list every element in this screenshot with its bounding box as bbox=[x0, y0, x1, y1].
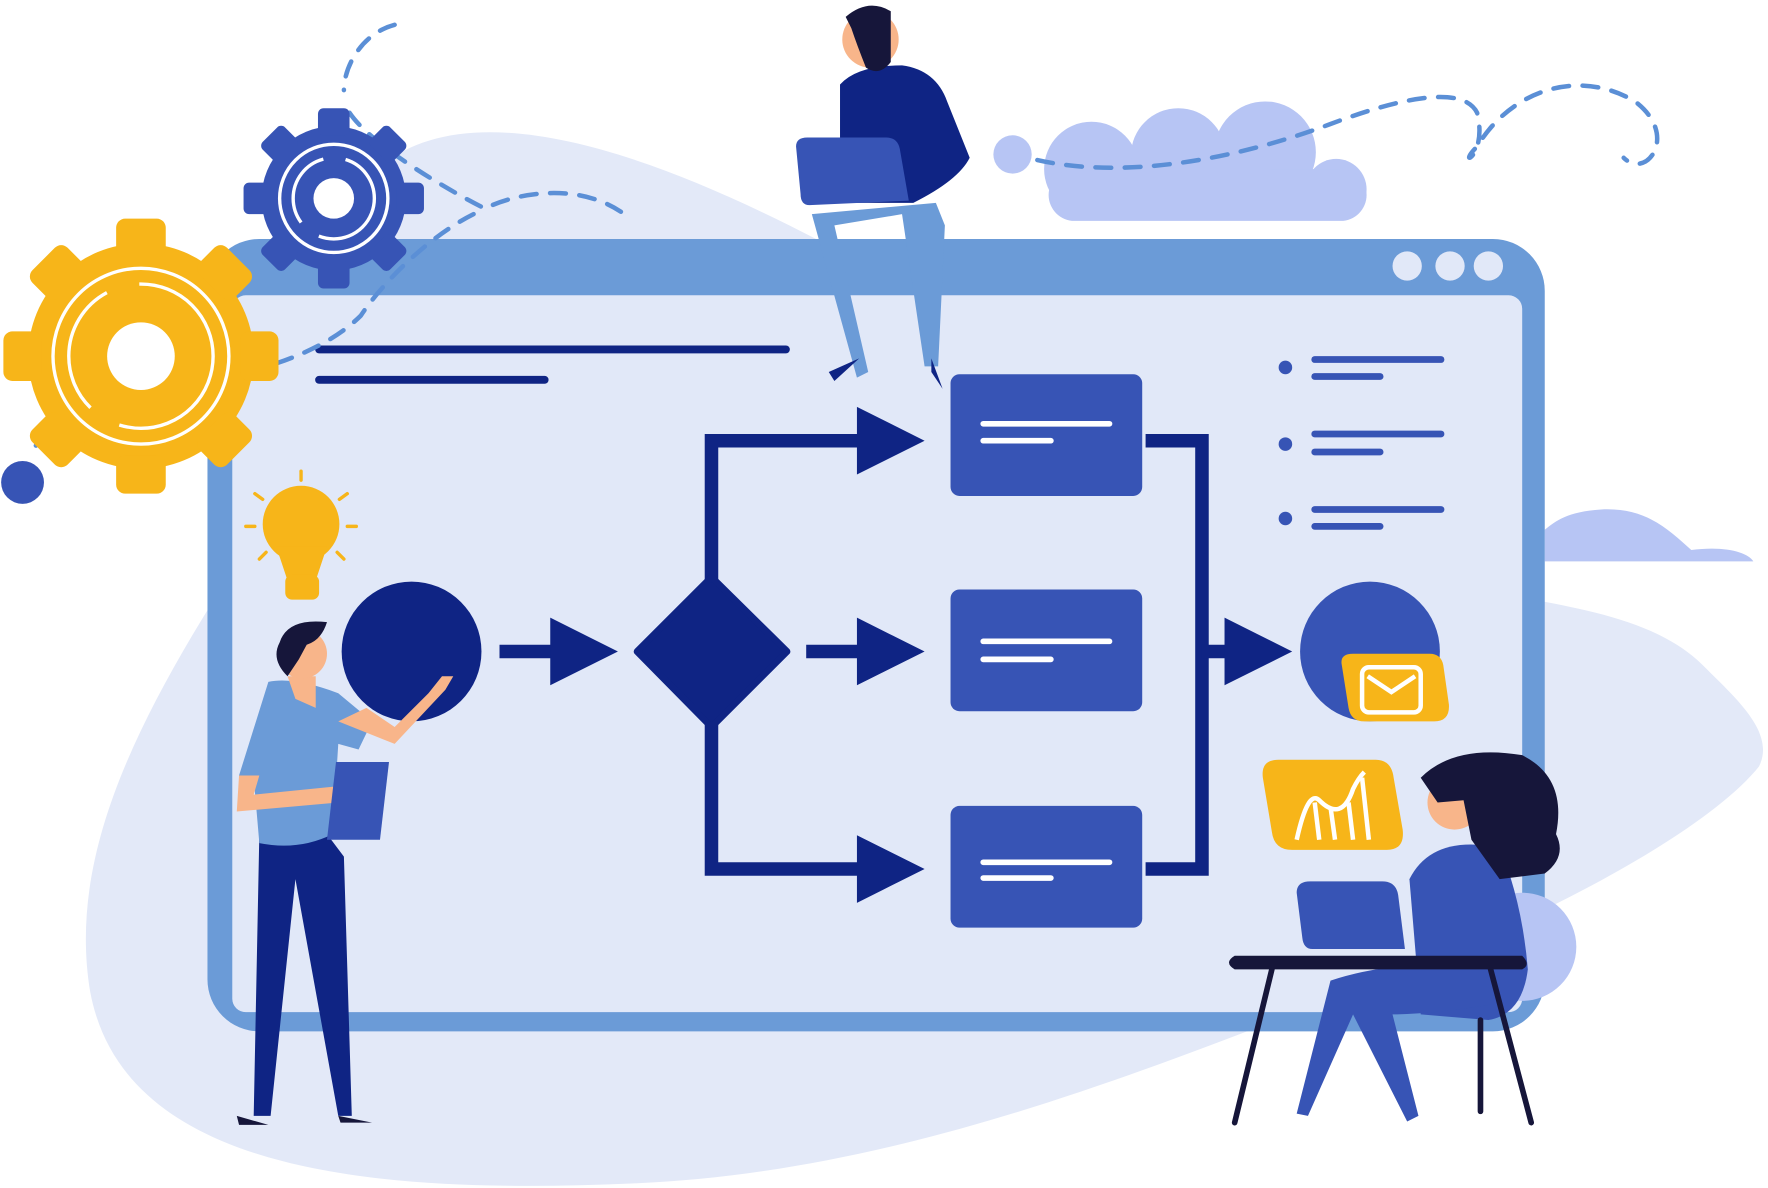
lightbulb-icon bbox=[244, 469, 358, 600]
heading-placeholder bbox=[315, 345, 790, 384]
gear-icon bbox=[0, 161, 336, 551]
process-box bbox=[950, 805, 1143, 928]
arrow-icon bbox=[856, 835, 925, 903]
laptop bbox=[1296, 881, 1405, 950]
woman-at-desk bbox=[1229, 752, 1577, 1126]
arrowheads bbox=[550, 406, 1293, 903]
decision-node bbox=[633, 573, 791, 731]
arrow-icon bbox=[856, 617, 925, 686]
list-placeholder bbox=[1278, 356, 1445, 530]
mail-icon bbox=[1341, 653, 1449, 722]
arrow-icon bbox=[550, 617, 618, 686]
list-item bbox=[1278, 430, 1445, 456]
clipboard bbox=[326, 761, 390, 840]
list-item bbox=[1278, 356, 1445, 380]
person-with-clipboard bbox=[236, 621, 454, 1125]
desk bbox=[1229, 955, 1527, 970]
window-control-2[interactable] bbox=[1435, 251, 1465, 281]
flowchart bbox=[341, 374, 1449, 928]
chart-icon bbox=[1262, 759, 1403, 850]
connector-lines bbox=[499, 433, 1232, 876]
window-control-1[interactable] bbox=[1392, 251, 1422, 281]
process-box bbox=[950, 589, 1143, 712]
arrow-icon bbox=[1224, 617, 1293, 686]
start-node bbox=[341, 581, 482, 722]
window-control-3[interactable] bbox=[1473, 251, 1504, 281]
process-box bbox=[950, 374, 1143, 496]
gear-icon bbox=[206, 70, 462, 326]
list-item bbox=[1278, 506, 1445, 530]
cloud-small bbox=[1544, 509, 1754, 562]
laptop bbox=[796, 137, 909, 206]
arrow-icon bbox=[856, 406, 925, 475]
dot-decoration bbox=[1, 460, 44, 504]
person-with-laptop bbox=[796, 5, 970, 389]
cloud bbox=[993, 101, 1367, 221]
